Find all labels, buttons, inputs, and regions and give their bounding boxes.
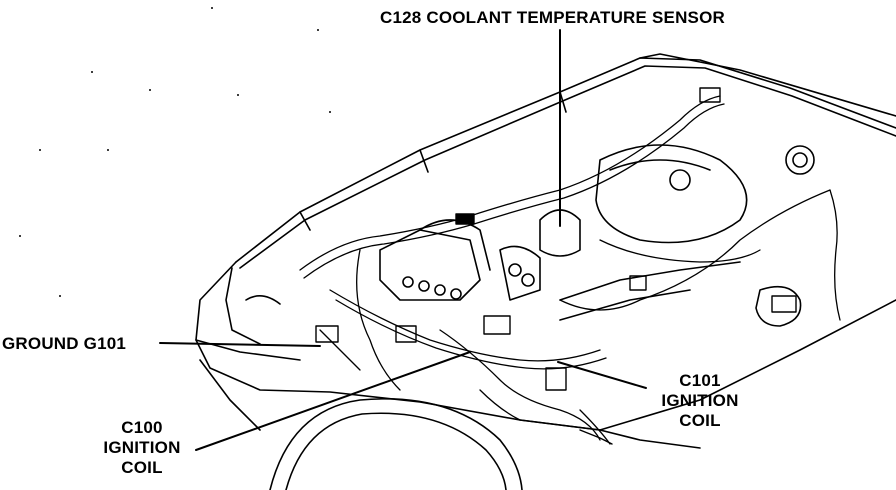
c100-line-1: C100 — [121, 418, 163, 437]
c100-line-2: IGNITION — [103, 438, 181, 457]
leader-c100 — [195, 351, 471, 451]
scan-speckles — [19, 7, 331, 297]
front-wheel-arch — [269, 398, 523, 490]
c101-line-2: IGNITION — [661, 391, 739, 410]
c100-line-3: COIL — [121, 458, 163, 477]
c101-line-3: COIL — [679, 411, 721, 430]
ground-g101-label: GROUND G101 — [2, 334, 127, 353]
leader-c101 — [557, 361, 647, 389]
c101-ignition-coil-label: C101 IGNITION COIL — [650, 371, 750, 431]
coolant-sensor-label: C128 COOLANT TEMPERATURE SENSOR — [380, 8, 725, 27]
wiring-harness — [299, 95, 841, 445]
leader-lines — [159, 29, 647, 451]
c101-line-1: C101 — [679, 371, 721, 390]
connectors — [315, 87, 797, 445]
leader-ground — [159, 342, 321, 347]
hood-outline — [235, 53, 896, 269]
engine-block — [379, 144, 815, 327]
c100-ignition-coil-label: C100 IGNITION COIL — [92, 418, 192, 478]
fender-line — [519, 299, 896, 449]
